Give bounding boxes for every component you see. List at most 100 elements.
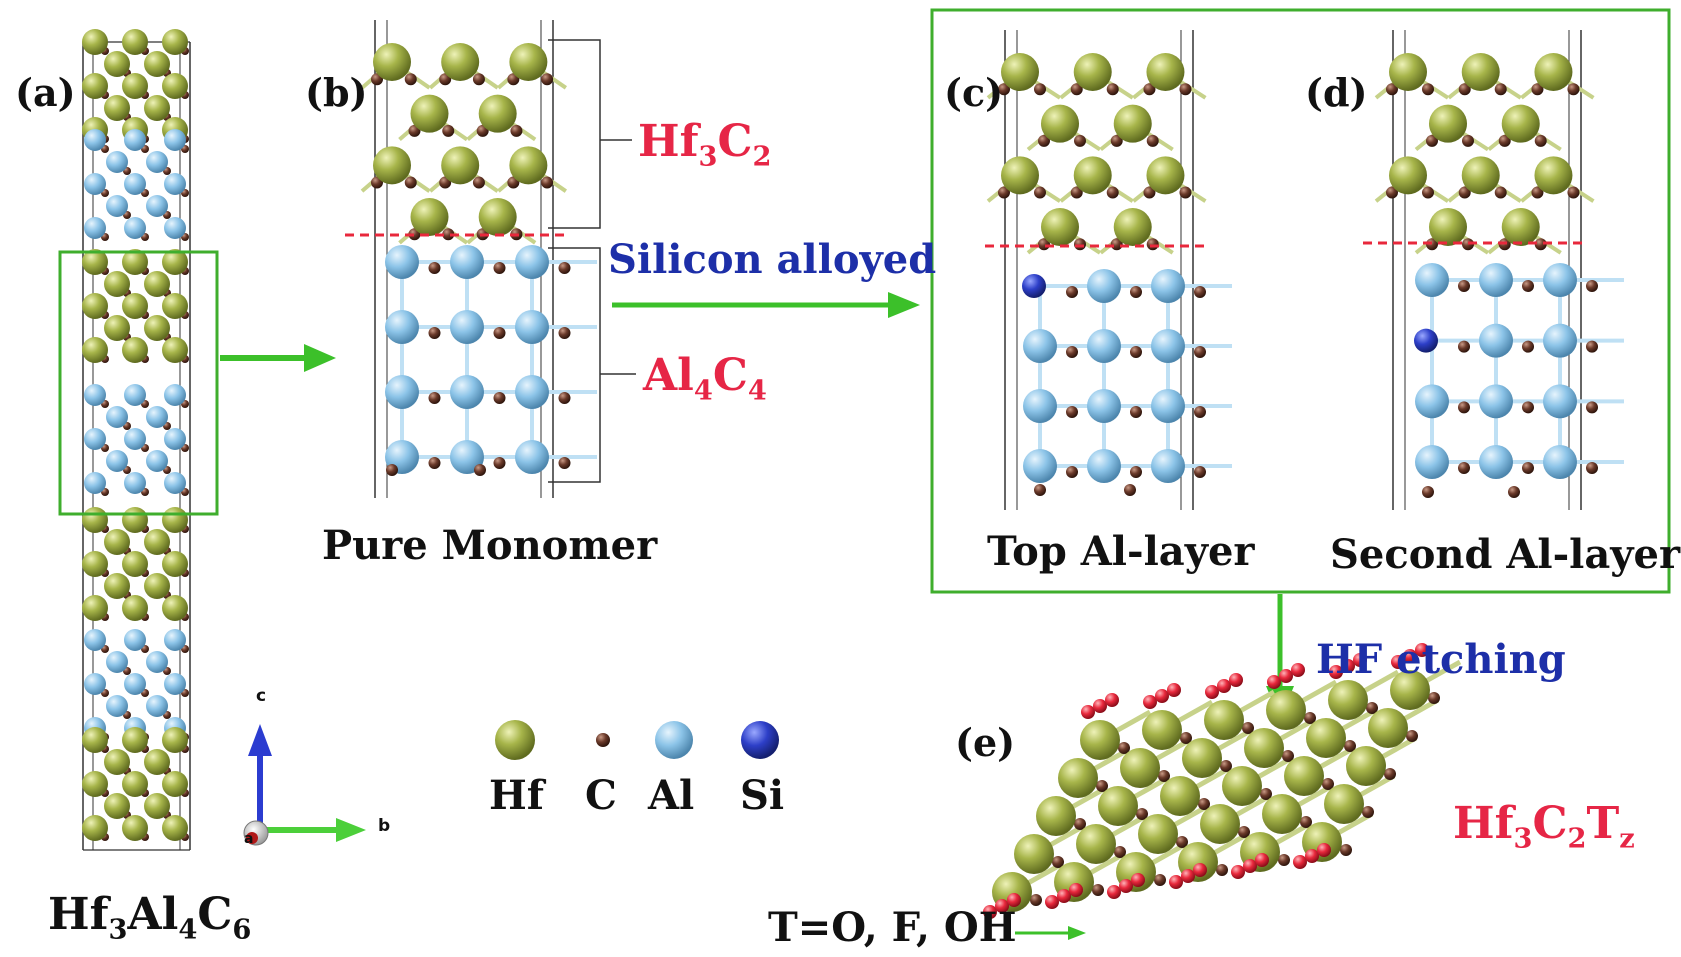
hf-atom: [1222, 766, 1262, 806]
c-atom: [472, 73, 485, 86]
hf-atom: [144, 315, 170, 341]
hf-atom: [104, 749, 130, 775]
hf-atom: [1389, 53, 1427, 91]
o-atom: [1255, 853, 1269, 867]
o-atom: [1081, 705, 1095, 719]
c-atom: [1118, 742, 1130, 754]
c-atom: [1282, 750, 1294, 762]
al-atom: [515, 440, 549, 474]
o-atom: [1107, 885, 1121, 899]
c-atom: [1070, 186, 1083, 199]
label-hf-etching: HF etching: [1316, 636, 1566, 683]
hf-atom: [104, 271, 130, 297]
c-atom: [1522, 280, 1534, 292]
al-atom: [515, 375, 549, 409]
al-atom: [84, 129, 106, 151]
al-atom: [450, 375, 484, 409]
o-atom: [1217, 679, 1231, 693]
hf-atom: [162, 249, 188, 275]
al-atom: [164, 673, 186, 695]
c-atom: [1498, 134, 1511, 147]
c-atom: [1522, 340, 1534, 353]
c-atom: [1216, 864, 1228, 876]
arrow-a-to-b: [220, 344, 336, 372]
c-atom: [442, 124, 455, 137]
al-atom: [1479, 445, 1513, 479]
o-atom: [1391, 655, 1405, 669]
hf-atom: [1204, 700, 1244, 740]
c-atom: [442, 228, 455, 241]
o-atom: [1169, 875, 1183, 889]
panel-c-top-al-layer: [985, 30, 1232, 510]
al-atom: [106, 406, 128, 428]
c-atom: [428, 457, 441, 469]
hf-atom: [1001, 156, 1039, 195]
label-hf3c2: Hf3C2: [638, 116, 772, 173]
c-atom: [1494, 83, 1507, 96]
hf-atom: [82, 551, 108, 577]
hf-atom: [509, 43, 548, 81]
c-atom: [1458, 401, 1470, 414]
o-atom: [1193, 863, 1207, 877]
hf-atom: [1501, 104, 1540, 143]
c-atom: [558, 392, 571, 404]
hf-atom: [122, 727, 148, 753]
hf-atom: [104, 95, 130, 121]
al-atom: [124, 129, 146, 151]
hf-atom: [1080, 720, 1120, 760]
al-atom: [385, 375, 419, 409]
axis-label-a: a: [244, 831, 254, 847]
caption-pure-monomer: Pure Monomer: [322, 522, 658, 569]
c-atom: [493, 262, 506, 274]
al-atom: [164, 217, 186, 239]
al-atom: [164, 173, 186, 195]
al-atom: [124, 673, 146, 695]
al-atom: [124, 173, 146, 195]
hf-atom: [144, 51, 170, 77]
al-atom: [146, 151, 168, 173]
al-atom: [385, 245, 419, 279]
c-atom: [1567, 83, 1580, 96]
hf-atom: [82, 595, 108, 621]
hf-atom: [122, 293, 148, 319]
c-atom: [428, 262, 441, 274]
panel-a-selection-box: [58, 250, 219, 516]
c-atom: [1074, 818, 1086, 830]
hf-atom: [122, 595, 148, 621]
hf-atom: [478, 198, 517, 236]
al-atom: [124, 629, 146, 651]
al-atom: [1415, 384, 1449, 419]
hf-atom: [162, 73, 188, 99]
c-atom: [1534, 238, 1547, 251]
hf-atom: [1113, 208, 1152, 246]
o-atom: [1293, 855, 1307, 869]
hf-atom: [1113, 104, 1152, 143]
c-atom: [1422, 186, 1434, 199]
c-atom: [1278, 854, 1290, 866]
c-atom: [472, 176, 485, 189]
caption-top-al-layer: Top Al-layer: [987, 528, 1255, 575]
panel-label-e: (e): [955, 720, 1016, 765]
c-atom: [1143, 83, 1156, 96]
c-atom: [1522, 462, 1534, 474]
c-atom: [1096, 780, 1108, 792]
al-atom: [106, 151, 128, 173]
c-atom: [1194, 466, 1206, 478]
hf-atom: [1073, 53, 1112, 91]
hf-atom: [1324, 784, 1364, 824]
hf-atom: [1182, 738, 1222, 778]
c-atom: [1074, 238, 1086, 251]
al-atom: [1151, 269, 1185, 303]
al-atom: [84, 428, 106, 450]
hf-atom: [1346, 746, 1386, 786]
al-atom: [1543, 445, 1577, 479]
al-atom: [164, 428, 186, 450]
hf-atom: [82, 29, 108, 55]
hf-atom: [1146, 156, 1185, 195]
c-atom: [1180, 732, 1192, 744]
c-atom: [1534, 134, 1547, 147]
si-atom: [1414, 328, 1438, 353]
c-atom: [1136, 808, 1148, 820]
hf-atom: [1098, 786, 1138, 826]
c-atom: [1130, 346, 1142, 358]
